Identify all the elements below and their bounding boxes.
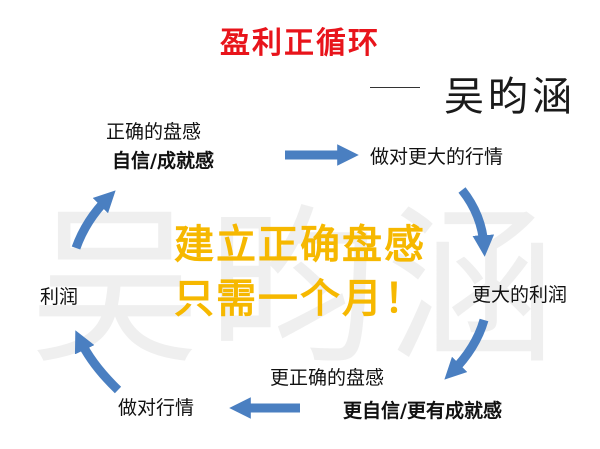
arrow-left-lower: [74, 330, 122, 394]
diagram-title: 盈利正循环: [220, 26, 380, 61]
author-signature: 吴昀涵: [444, 74, 576, 120]
arrow-right-lower: [444, 318, 489, 380]
node-right-trend: 做对行情: [118, 397, 195, 419]
center-slogan-line2: 只需一个月！: [174, 276, 426, 322]
node-more-correct-feel: 更正确的盘感: [270, 367, 385, 389]
node-confidence: 自信/成就感: [112, 150, 214, 172]
node-more-confidence: 更自信/更有成就感: [343, 400, 502, 422]
node-bigger-profit: 更大的利润: [472, 284, 568, 306]
arrow-right-upper: [458, 187, 495, 257]
node-correct-feel: 正确的盘感: [106, 121, 202, 143]
center-slogan-line1: 建立正确盘感: [174, 222, 426, 268]
node-bigger-trend: 做对更大的行情: [370, 146, 504, 168]
author-dash: [370, 87, 420, 88]
arrow-left-upper: [71, 190, 116, 250]
node-profit: 利润: [40, 286, 79, 308]
